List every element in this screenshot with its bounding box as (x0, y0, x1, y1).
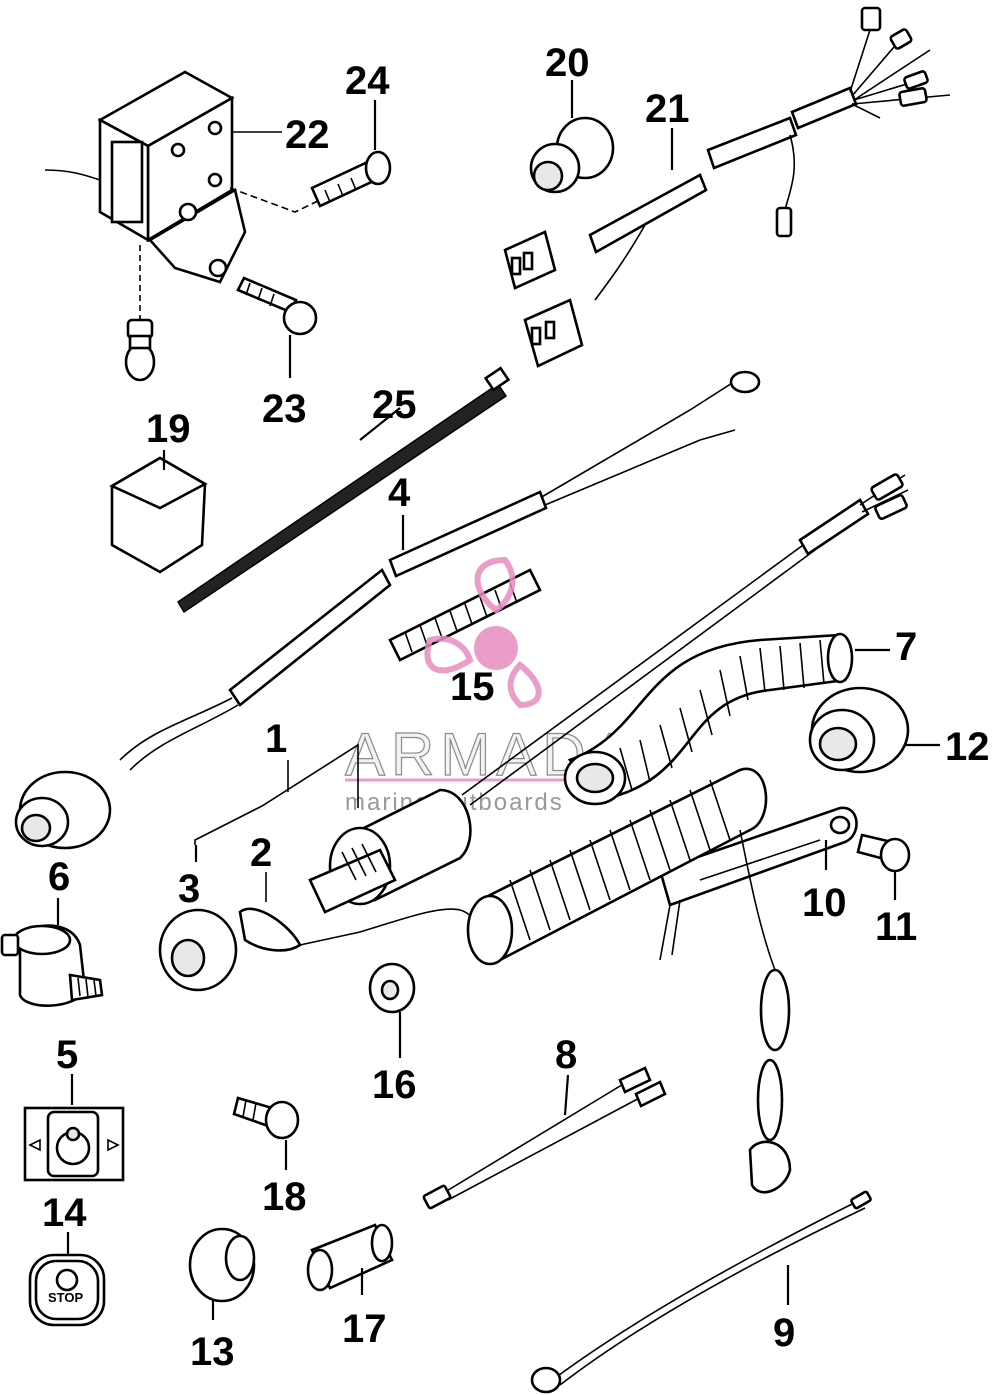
part-11-bolt (856, 833, 911, 900)
part-13-cap (188, 1227, 256, 1320)
part-22-screw (124, 318, 156, 382)
callout-13: 13 (190, 1330, 235, 1374)
callout-10: 10 (802, 881, 847, 925)
part-19-cap (109, 450, 208, 574)
part-1-switch (194, 473, 909, 914)
part-24-bolt (310, 100, 392, 208)
part-14-stop-plate: STOP (28, 1232, 106, 1327)
part-15-spiral (388, 568, 542, 662)
callout-5: 5 (56, 1033, 78, 1077)
callout-24: 24 (345, 59, 390, 103)
part-10-plate (658, 806, 858, 961)
callout-25: 25 (372, 383, 417, 427)
part-coiled-cord (466, 767, 792, 1194)
callout-15: 15 (450, 665, 495, 709)
callout-17: 17 (342, 1307, 387, 1351)
part-4-cable (14, 370, 761, 850)
part-12-grommet (808, 686, 940, 774)
callout-2: 2 (250, 831, 272, 875)
part-9-ground-wire (530, 1190, 872, 1394)
callout-4: 4 (388, 471, 411, 515)
callout-1: 1 (265, 717, 287, 761)
callout-7: 7 (895, 625, 917, 669)
callout-21: 21 (645, 87, 690, 131)
callout-11: 11 (875, 905, 917, 949)
part-7-corrugated-tube (563, 632, 890, 806)
callout-23: 23 (262, 387, 307, 431)
stop-label: STOP (48, 1290, 83, 1305)
part-21-harness (503, 6, 951, 368)
part-25-tie (176, 366, 511, 614)
part-17-sleeve (306, 1223, 394, 1295)
callout-8: 8 (555, 1033, 577, 1077)
callout-16: 16 (372, 1063, 417, 1107)
part-5-plate (23, 1074, 125, 1182)
callout-6: 6 (48, 855, 70, 899)
propeller-logo-icon (424, 556, 542, 709)
callout-18: 18 (262, 1175, 307, 1219)
part-8-leads (422, 1066, 667, 1210)
callout-9: 9 (773, 1311, 795, 1355)
part-18-screw (232, 1096, 300, 1170)
callout-20: 20 (545, 41, 590, 85)
part-23-screw (236, 276, 318, 378)
callout-19: 19 (146, 407, 191, 451)
callout-12: 12 (945, 725, 990, 769)
part-16-washer (368, 962, 416, 1058)
part-3-nut (158, 845, 238, 992)
callout-labels: 1 2 3 4 5 6 7 8 9 10 11 12 13 14 15 16 1… (42, 41, 990, 1374)
part-22-bracket-box (44, 70, 321, 320)
callout-3: 3 (178, 867, 200, 911)
callout-22: 22 (285, 113, 330, 157)
part-6-knob (0, 898, 104, 1007)
part-20-plug (529, 80, 615, 194)
callout-14: 14 (42, 1191, 87, 1235)
